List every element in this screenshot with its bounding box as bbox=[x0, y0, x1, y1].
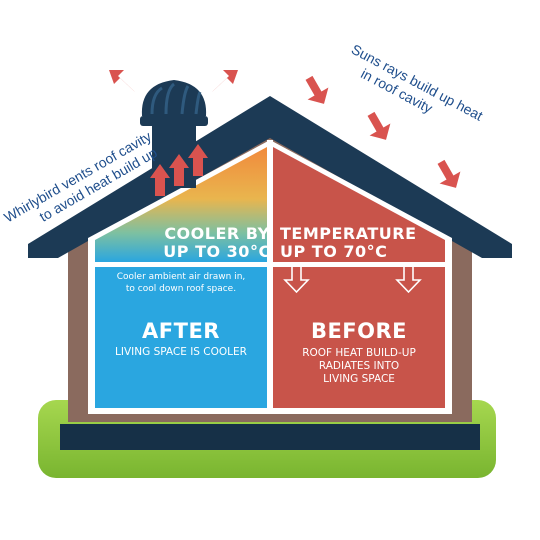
heat-arrow-icon bbox=[150, 144, 208, 196]
roof bbox=[28, 96, 512, 258]
before-desc-line1: ROOF HEAT BUILD-UP bbox=[302, 347, 416, 359]
hot-living-space bbox=[273, 267, 445, 408]
cool-attic bbox=[95, 147, 267, 262]
sun-ray-arrow-icon bbox=[305, 75, 461, 188]
before-title: BEFORE bbox=[311, 319, 407, 343]
suns-rays-caption: Suns rays build up heat in roof cavity bbox=[349, 41, 486, 124]
before-roof-line1: TEMPERATURE bbox=[280, 224, 417, 243]
after-roof-line2: UP TO 30°C bbox=[163, 242, 270, 261]
cool-living-space bbox=[95, 267, 267, 408]
before-desc-line3: LIVING SPACE bbox=[323, 373, 395, 385]
after-note-line1: Cooler ambient air drawn in, bbox=[117, 272, 246, 282]
hot-attic bbox=[273, 147, 445, 262]
after-title: AFTER bbox=[142, 319, 220, 343]
down-arrow-icon bbox=[283, 265, 422, 294]
before-desc-line2: RADIATES INTO bbox=[319, 360, 399, 372]
after-subtitle: LIVING SPACE IS COOLER bbox=[115, 346, 247, 358]
heat-arrow-icon bbox=[109, 70, 238, 92]
after-note-line2: to cool down roof space. bbox=[126, 284, 236, 294]
after-roof-line1: COOLER BY bbox=[164, 224, 269, 243]
before-roof-line2: UP TO 70°C bbox=[280, 242, 387, 261]
foundation bbox=[60, 424, 480, 450]
